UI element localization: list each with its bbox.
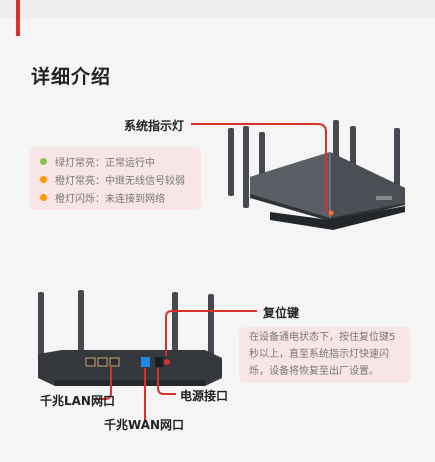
- reset-callout-line: [165, 310, 257, 356]
- reset-label: 复位键: [263, 306, 300, 320]
- legend-item-orange-blink: 橙灯闪烁：未连接到网络: [40, 190, 165, 205]
- reset-description: 在设备通电状态下，按住复位键5秒以上，直至系统指示灯快速闪烁，设备将恢复至出厂设…: [249, 332, 396, 377]
- legend-text: 绿灯常亮：正常运行中: [55, 157, 155, 169]
- power-callout-line: [157, 368, 176, 395]
- system-led: [328, 210, 334, 216]
- logo-mark: [376, 196, 392, 200]
- reset-description-box: 在设备通电状态下，按住复位键5秒以上，直至系统指示灯快速闪烁，设备将恢复至出厂设…: [239, 327, 410, 383]
- bottom-router-body: [38, 350, 222, 386]
- indicator-legend: 绿灯常亮：正常运行中 橙灯常亮：中继无线信号较弱 橙灯闪烁：未连接到网络: [30, 147, 201, 210]
- lan-port-3: [109, 357, 120, 367]
- section-title: 详细介绍: [31, 66, 112, 88]
- lan-port-1: [85, 357, 96, 367]
- top-bar: [0, 0, 435, 18]
- orange-dot-icon: [40, 193, 47, 201]
- power-label: 电源接口: [180, 389, 229, 403]
- callout-lines: [94, 123, 327, 420]
- legend-text: 橙灯常亮：中继无线信号较弱: [55, 175, 185, 187]
- accent-bar: [16, 0, 20, 36]
- reset-button: [164, 359, 170, 365]
- indicator-callout-line: [191, 123, 327, 212]
- legend-item-green: 绿灯常亮：正常运行中: [40, 154, 155, 169]
- lan-label: 千兆LAN网口: [40, 394, 115, 408]
- orange-dot-icon: [40, 175, 47, 183]
- lan-callout-line: [94, 366, 112, 400]
- wan-label: 千兆WAN网口: [104, 418, 185, 432]
- legend-item-orange-steady: 橙灯常亮：中继无线信号较弱: [40, 172, 185, 187]
- top-router-body: [250, 152, 405, 230]
- legend-text: 橙灯闪烁：未连接到网络: [55, 193, 165, 205]
- bottom-router-antennas: [38, 290, 214, 370]
- green-dot-icon: [40, 157, 47, 165]
- wan-port: [141, 357, 150, 367]
- power-jack: [155, 357, 163, 367]
- lan-port-2: [97, 357, 108, 367]
- indicator-label: 系统指示灯: [124, 119, 185, 133]
